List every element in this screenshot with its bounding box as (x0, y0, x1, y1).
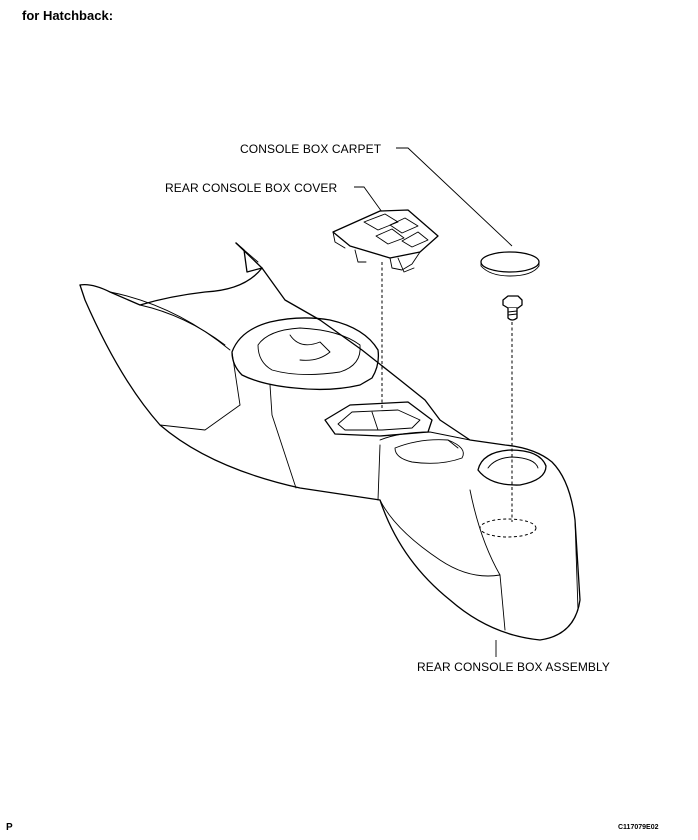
console-box-carpet (480, 251, 540, 277)
label-console-box-carpet: CONSOLE BOX CARPET (240, 142, 382, 156)
illustration-code: C117079E02 (618, 824, 659, 831)
label-rear-console-box-cover: REAR CONSOLE BOX COVER (165, 181, 338, 195)
page-title: for Hatchback: (22, 8, 114, 23)
leader-lines (354, 147, 513, 657)
bolt-icon (502, 295, 523, 321)
rear-console-box-assembly (79, 242, 581, 641)
label-rear-console-box-assembly: REAR CONSOLE BOX ASSEMBLY (417, 660, 611, 674)
page-marker: P (6, 822, 13, 833)
rear-console-box-cover (332, 209, 439, 273)
